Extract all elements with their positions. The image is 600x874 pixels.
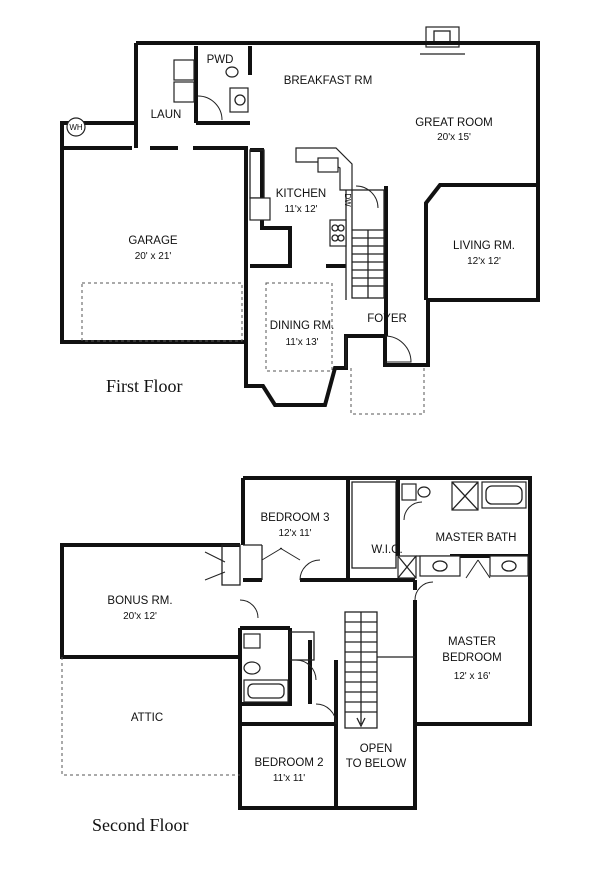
water-heater-icon: [66, 117, 86, 137]
wic-name: W.I.C.: [371, 544, 402, 556]
bedroom2-dims: 11'x 11': [273, 773, 305, 784]
living-room-dims: 12'x 12': [467, 256, 501, 267]
laundry-walls: [60, 43, 246, 344]
master-bath-name: MASTER BATH: [436, 532, 517, 544]
bedroom2-name: BEDROOM 2: [254, 757, 323, 769]
bedroom2-door: [315, 703, 337, 725]
bonus-room-name: BONUS RM.: [107, 595, 172, 607]
front-door: [384, 335, 412, 363]
master-bedroom-name-2: BEDROOM: [442, 652, 501, 664]
pwd-name: PWD: [207, 54, 234, 66]
first-floor: WH BREAKFAST RM GREAT ROOM 20'x 15' PWD …: [60, 26, 540, 415]
dining-room-dims: 11'x 13': [285, 337, 318, 348]
toilet-icon: [225, 66, 239, 78]
chimney: [420, 26, 465, 55]
hall-toilet-icon: [243, 633, 261, 649]
dining-table-area: [265, 282, 333, 372]
washer-icon: [173, 59, 195, 81]
sink-icon: [317, 157, 339, 173]
master-bath-door: [403, 501, 423, 521]
dryer-icon: [173, 81, 195, 103]
kitchen-name: KITCHEN: [276, 188, 326, 200]
attic-name: ATTIC: [131, 712, 163, 724]
range-icon: [329, 219, 347, 247]
bonus-room-walls: [60, 543, 240, 659]
second-floor: BEDROOM 3 12'x 11' W.I.C. MASTER BATH BO…: [60, 476, 532, 835]
garage-dims: 20' x 21': [135, 251, 172, 262]
master-bedroom-name: MASTER: [448, 636, 496, 648]
first-floor-caption: First Floor: [106, 376, 183, 396]
dishwasher-tag: DW: [343, 193, 352, 207]
kitchen-dims: 11'x 12': [284, 204, 317, 215]
bedroom3-name: BEDROOM 3: [260, 512, 329, 524]
garage-parking-area: [81, 282, 243, 342]
hall-bath-door: [295, 659, 317, 681]
master-bedroom-door: [414, 581, 434, 601]
great-room-dims: 20'x 15': [437, 132, 471, 143]
foyer-name: FOYER: [367, 313, 407, 325]
breakfast-room-name: BREAKFAST RM: [284, 75, 373, 87]
bonus-door: [239, 599, 259, 619]
vanity-left-icon: [419, 555, 461, 577]
living-room-wall: [424, 183, 538, 300]
hall-tub-icon: [243, 679, 289, 703]
second-floor-stairs: [344, 611, 415, 729]
hall-sink-icon: [243, 661, 261, 675]
garage-name: GARAGE: [128, 235, 178, 247]
attic-outline: [61, 657, 240, 776]
second-floor-caption: Second Floor: [92, 815, 189, 835]
great-room-name: GREAT ROOM: [415, 117, 493, 129]
open-to-below-line2: TO BELOW: [346, 758, 407, 770]
bonus-room-dims: 20'x 12': [123, 611, 157, 622]
master-toilet-icon: [401, 483, 417, 501]
living-room-name: LIVING RM.: [453, 240, 515, 252]
master-bedroom-dims: 12' x 16': [454, 671, 491, 682]
bedroom3-dims: 12'x 11': [278, 528, 311, 539]
pwd-sink-icon: [229, 87, 249, 113]
dining-room-name: DINING RM.: [270, 320, 335, 332]
kitchen-counters: [249, 147, 353, 247]
first-floor-stairs: [351, 185, 385, 299]
vanity-right-icon: [489, 555, 529, 577]
water-heater-tag: WH: [69, 123, 83, 132]
laun-name: LAUN: [151, 109, 182, 121]
refrigerator-icon: [249, 197, 271, 221]
open-to-below-line1: OPEN: [360, 743, 393, 755]
bedroom3-door: [299, 559, 321, 581]
bedroom3-closet-doors: [261, 547, 301, 561]
front-porch: [350, 365, 425, 415]
